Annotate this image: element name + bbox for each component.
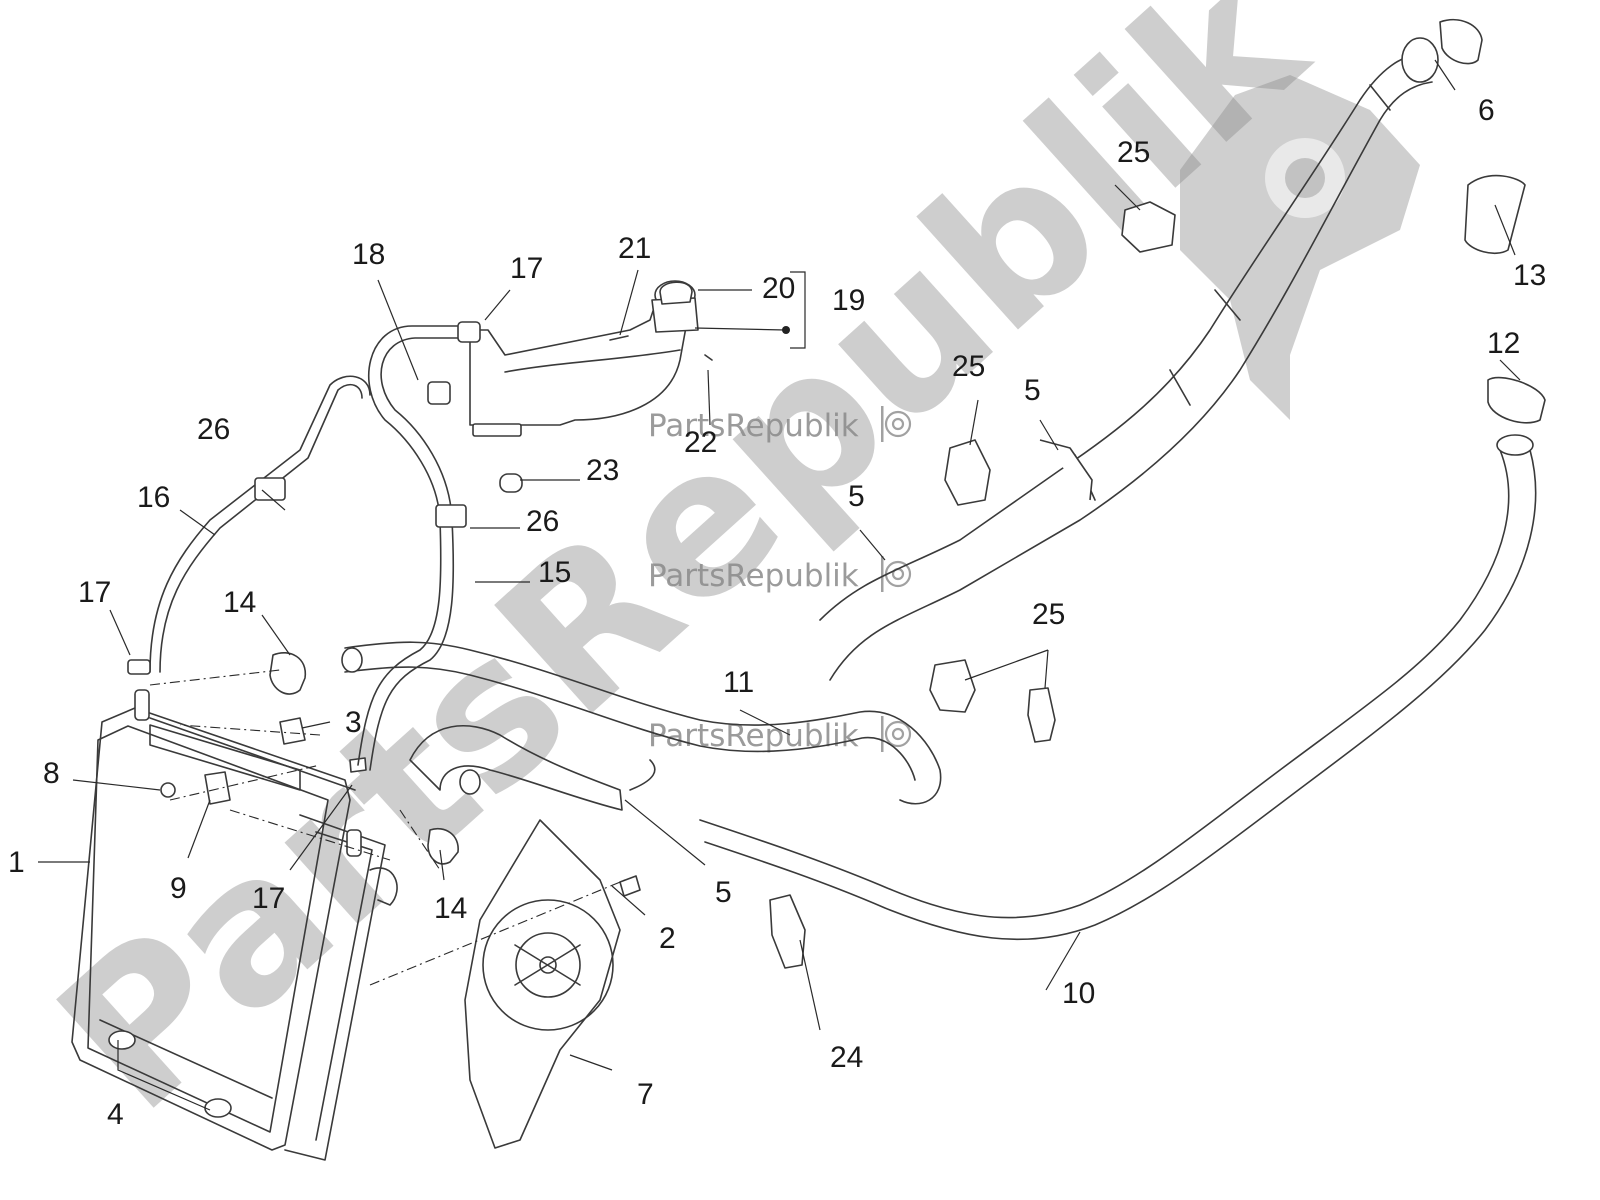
- callout-26-right: 26: [526, 505, 559, 538]
- callout-21: 21: [618, 232, 651, 265]
- watermark: PartsRepublik PartsRepublik PartsRepubli…: [16, 0, 1420, 1156]
- callout-22: 22: [684, 426, 717, 459]
- cooling-fan: [464, 819, 641, 1149]
- callout-26-left: 26: [197, 413, 230, 446]
- callout-13: 13: [1513, 259, 1546, 292]
- callout-5-lower: 5: [715, 876, 732, 909]
- callout-5-upper: 5: [1024, 374, 1041, 407]
- callout-8: 8: [43, 757, 60, 790]
- callout-25-right: 25: [1032, 598, 1065, 631]
- watermark-small-1: PartsRepublik: [648, 406, 912, 444]
- callout-20: 20: [762, 272, 795, 305]
- grommets: [108, 1030, 232, 1118]
- callout-15: 15: [538, 556, 571, 589]
- callout-5-mid: 5: [848, 480, 865, 513]
- callout-25-mid: 25: [952, 350, 985, 383]
- callout-23: 23: [586, 454, 619, 487]
- hose-16: [127, 375, 371, 675]
- gear-icon: [881, 406, 912, 442]
- callout-14-left: 14: [223, 586, 256, 619]
- watermark-small-text: PartsRepublik: [648, 408, 859, 444]
- callout-1: 1: [8, 846, 25, 879]
- callout-17-left: 17: [78, 576, 111, 609]
- callout-14-lower: 14: [434, 892, 467, 925]
- leader-lines: [38, 59, 1521, 1111]
- callout-18: 18: [352, 238, 385, 271]
- callout-24: 24: [830, 1041, 863, 1074]
- watermark-logo-icon: [1180, 75, 1420, 420]
- callout-12: 12: [1487, 327, 1520, 360]
- callout-3: 3: [345, 706, 362, 739]
- assembly-lines: [149, 669, 626, 986]
- callout-labels: 1 2 3 4 5 5 5 6 7 8 9 10 11 12 13 14 14 …: [8, 94, 1546, 1131]
- callout-17-lower: 17: [252, 882, 285, 915]
- watermark-small-3: PartsRepublik: [648, 716, 912, 754]
- callout-4: 4: [107, 1098, 124, 1131]
- callout-6: 6: [1478, 94, 1495, 127]
- callout-7: 7: [637, 1078, 654, 1111]
- callout-2: 2: [659, 922, 676, 955]
- callout-16: 16: [137, 481, 170, 514]
- hose-10: [699, 376, 1546, 941]
- expansion-tank: [357, 280, 713, 771]
- callout-19: 19: [832, 284, 865, 317]
- clamps: [269, 174, 1526, 969]
- callout-11: 11: [723, 666, 754, 699]
- gear-icon: [881, 716, 912, 752]
- watermark-small-text: PartsRepublik: [648, 558, 859, 594]
- callout-9: 9: [170, 872, 187, 905]
- hose-11: [341, 641, 942, 811]
- watermark-small-2: PartsRepublik: [648, 556, 912, 594]
- callout-17-upper: 17: [510, 252, 543, 285]
- callout-10: 10: [1062, 977, 1095, 1010]
- callout-25-top: 25: [1117, 136, 1150, 169]
- watermark-small-text: PartsRepublik: [648, 718, 859, 754]
- gear-icon: [881, 556, 912, 592]
